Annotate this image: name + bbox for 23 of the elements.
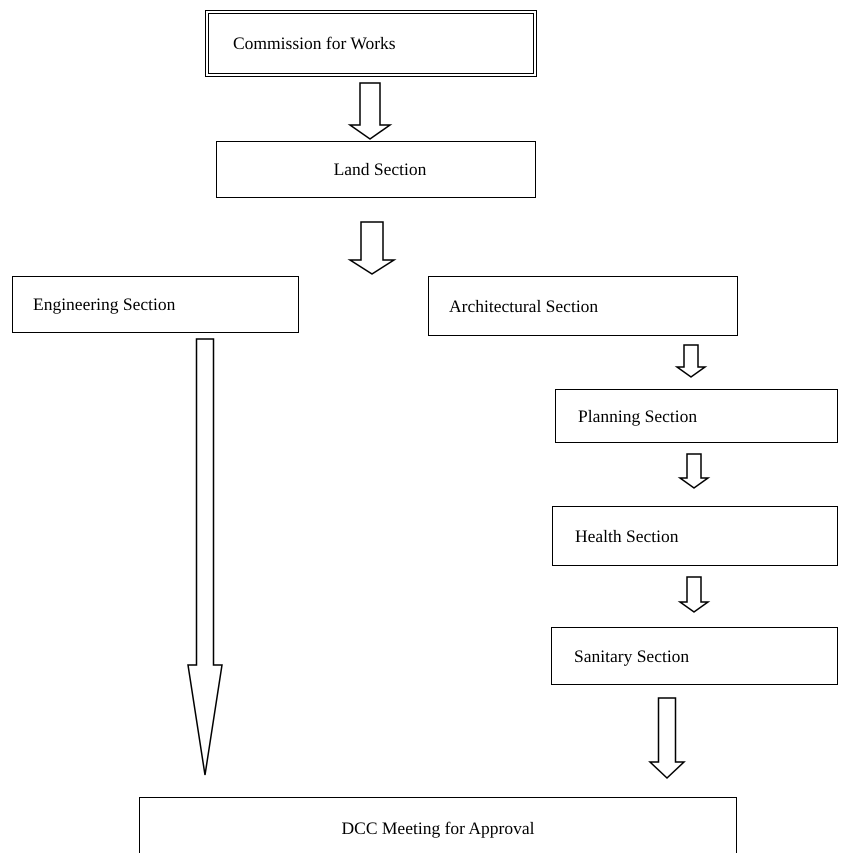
box-label: Planning Section bbox=[578, 406, 698, 426]
process-box bbox=[551, 627, 838, 685]
box-label: Health Section bbox=[575, 526, 679, 546]
box-label: Engineering Section bbox=[33, 294, 176, 315]
block-arrow bbox=[187, 338, 223, 776]
process-box bbox=[428, 276, 738, 336]
block-arrow bbox=[648, 697, 686, 780]
box-label: Sanitary Section bbox=[574, 646, 690, 666]
box-label: DCC Meeting for Approval bbox=[342, 818, 534, 839]
block-arrow bbox=[678, 576, 710, 613]
process-box bbox=[216, 141, 536, 198]
process-box bbox=[12, 276, 299, 333]
process-box bbox=[555, 389, 838, 443]
block-arrow bbox=[674, 344, 708, 378]
block-arrow bbox=[348, 82, 392, 140]
process-box bbox=[552, 506, 838, 566]
box-label: Commission for Works bbox=[233, 33, 396, 54]
block-arrow bbox=[347, 221, 397, 275]
process-box bbox=[139, 797, 737, 853]
box-label: Architectural Section bbox=[449, 296, 598, 316]
block-arrow bbox=[678, 453, 710, 489]
process-box bbox=[205, 10, 537, 77]
box-label: Land Section bbox=[334, 159, 426, 180]
